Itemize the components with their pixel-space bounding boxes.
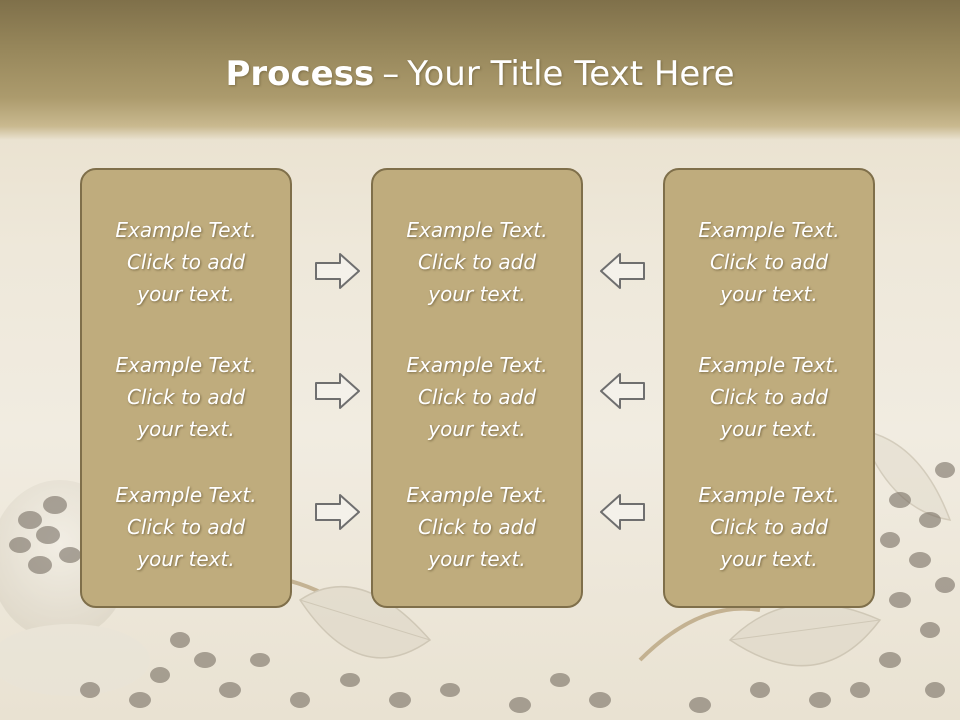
text-line: your text. <box>428 417 526 441</box>
text-block[interactable]: Example Text. Click to add your text. <box>665 479 873 575</box>
text-box-right[interactable]: Example Text. Click to add your text. Ex… <box>663 168 875 608</box>
arrow-right-icon <box>315 494 360 530</box>
text-block[interactable]: Example Text. Click to add your text. <box>373 214 581 310</box>
text-line: Example Text. <box>698 353 840 377</box>
slide-title[interactable]: Process–Your Title Text Here <box>0 48 960 100</box>
text-line: Example Text. <box>115 353 257 377</box>
text-line: Click to add <box>709 385 829 409</box>
text-line: your text. <box>428 547 526 571</box>
text-line: your text. <box>720 417 818 441</box>
arrow-right-icon <box>315 253 360 289</box>
header-band <box>0 0 960 140</box>
text-line: Click to add <box>417 385 537 409</box>
text-line: your text. <box>137 547 235 571</box>
text-line: Click to add <box>126 385 246 409</box>
text-box-left[interactable]: Example Text. Click to add your text. Ex… <box>80 168 292 608</box>
text-line: Example Text. <box>115 218 257 242</box>
text-block[interactable]: Example Text. Click to add your text. <box>373 479 581 575</box>
title-rest: Your Title Text Here <box>407 54 735 94</box>
text-line: Click to add <box>417 515 537 539</box>
text-line: Click to add <box>126 250 246 274</box>
text-line: Click to add <box>709 250 829 274</box>
text-line: your text. <box>720 547 818 571</box>
text-line: Click to add <box>417 250 537 274</box>
text-block[interactable]: Example Text. Click to add your text. <box>373 349 581 445</box>
text-box-middle[interactable]: Example Text. Click to add your text. Ex… <box>371 168 583 608</box>
text-line: Example Text. <box>698 218 840 242</box>
arrow-left-icon <box>600 494 645 530</box>
text-line: Example Text. <box>698 483 840 507</box>
text-block[interactable]: Example Text. Click to add your text. <box>82 479 290 575</box>
text-line: Click to add <box>126 515 246 539</box>
text-line: your text. <box>137 282 235 306</box>
text-line: Example Text. <box>406 483 548 507</box>
text-line: your text. <box>720 282 818 306</box>
text-line: Example Text. <box>115 483 257 507</box>
text-line: Example Text. <box>406 353 548 377</box>
text-line: your text. <box>137 417 235 441</box>
arrow-right-icon <box>315 373 360 409</box>
text-block[interactable]: Example Text. Click to add your text. <box>665 349 873 445</box>
text-block[interactable]: Example Text. Click to add your text. <box>82 214 290 310</box>
text-line: Click to add <box>709 515 829 539</box>
title-bold: Process <box>225 54 375 94</box>
text-line: your text. <box>428 282 526 306</box>
text-block[interactable]: Example Text. Click to add your text. <box>665 214 873 310</box>
arrow-left-icon <box>600 373 645 409</box>
text-block[interactable]: Example Text. Click to add your text. <box>82 349 290 445</box>
arrow-left-icon <box>600 253 645 289</box>
title-dash: – <box>382 54 400 94</box>
text-line: Example Text. <box>406 218 548 242</box>
